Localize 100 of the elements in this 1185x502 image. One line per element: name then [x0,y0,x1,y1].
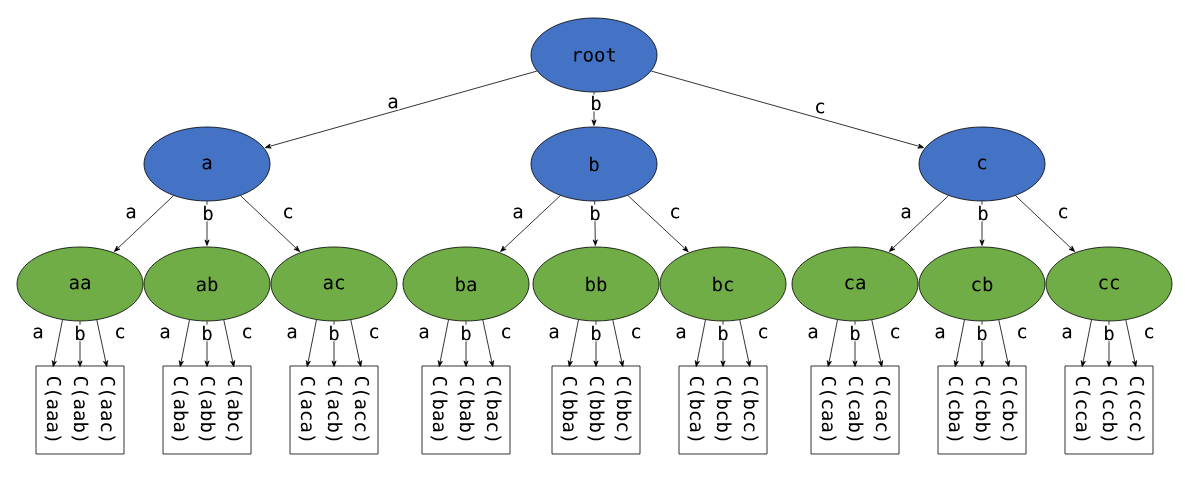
edge-label: b [975,324,989,342]
leaf-label: C(aba) [171,376,189,441]
leaf-label: C(bbb) [587,376,605,441]
leaf-box [937,365,1027,455]
arrow [1106,321,1112,367]
arrow [437,319,449,367]
edge-label: b [589,324,603,342]
arrow [1125,319,1138,367]
leaf-label: C(caa) [819,376,837,441]
arrow [77,321,83,367]
edge-label: c [499,326,513,340]
leaf-box [678,365,768,455]
arrow [463,321,469,367]
leaf-label: C(aac) [98,376,116,441]
edge-label: a [899,206,913,220]
edge-label: a [1060,326,1074,340]
edge-label: a [158,326,172,340]
leaf-label: C(baa) [430,376,448,441]
leaf-label: C(aca) [298,376,316,441]
arrow [204,201,210,246]
leaf-label: C(bbc) [614,376,632,441]
arrow [178,319,190,367]
edge-label: a [386,96,400,110]
leaf-label: C(bca) [687,376,705,441]
edge-label: c [888,326,902,340]
arrow [826,319,838,367]
edge-label: b [588,204,602,222]
leaf-label: C(abc) [225,376,243,441]
leaf-label: C(acb) [325,376,343,441]
edge-label: b [201,204,215,222]
edge-label: a [806,326,820,340]
edge-label: c [240,326,254,340]
arrow [331,321,337,367]
leaf-label: C(cca) [1073,376,1091,441]
arrow [650,70,925,149]
leaf-box [1064,365,1154,455]
edge-label: b [848,324,862,342]
edge-label: c [1015,326,1029,340]
leaf-label: C(bac) [484,376,502,441]
arrow [1080,319,1092,367]
arrow [871,319,884,367]
arrow [223,319,236,367]
edge-label: a [547,326,561,340]
edge-label: c [1056,206,1070,220]
leaf-label: C(bcc) [741,376,759,441]
arrow [264,70,538,149]
arrow [482,319,495,367]
edge-label: c [367,326,381,340]
leaf-box [289,365,379,455]
arrow [305,319,317,367]
edge-label: b [976,204,990,222]
arrow [96,319,109,367]
arrow [114,195,174,252]
leaf-label: C(bba) [560,376,578,441]
edge-label: b [716,324,730,342]
edge-label: a [285,326,299,340]
edge-label: a [933,326,947,340]
edge-label: b [73,324,87,342]
arrow [240,195,300,252]
edge-label: b [327,324,341,342]
leaf-label: C(acc) [352,376,370,441]
arrow [627,195,689,253]
arrow [979,201,985,246]
edge-label: c [756,326,770,340]
edge-label: b [200,324,214,342]
leaf-label: C(cac) [873,376,891,441]
arrow [204,321,210,367]
leaf-label: C(bcb) [714,376,732,441]
arrow [593,321,599,367]
arrow [979,321,985,367]
arrow [1015,195,1075,252]
arrow [51,319,63,367]
leaf-label: C(abb) [198,376,216,441]
arrow [739,319,752,367]
leaf-label: C(cba) [946,376,964,441]
leaf-label: C(ccc) [1127,376,1145,441]
arrow [567,319,579,367]
arrow [694,319,706,367]
leaf-label: C(cbb) [973,376,991,441]
edge-label: b [589,94,603,112]
leaf-box [421,365,511,455]
arrow [889,195,949,252]
leaf-label: C(aab) [71,376,89,441]
edge-label: a [31,326,45,340]
arrow [953,319,965,367]
leaf-box [810,365,900,455]
edge-label: c [668,206,682,220]
edge-label: c [629,326,643,340]
arrow [612,319,625,367]
arrow [852,321,858,367]
arrow [500,195,561,252]
edge-label: a [417,326,431,340]
edge-label: b [1102,324,1116,342]
arrow [591,92,597,126]
arrow [592,201,598,246]
edge-label: b [459,324,473,342]
leaf-box [551,365,641,455]
leaf-label: C(aaa) [44,376,62,441]
arrow [998,319,1011,367]
edge-label: c [1142,326,1156,340]
